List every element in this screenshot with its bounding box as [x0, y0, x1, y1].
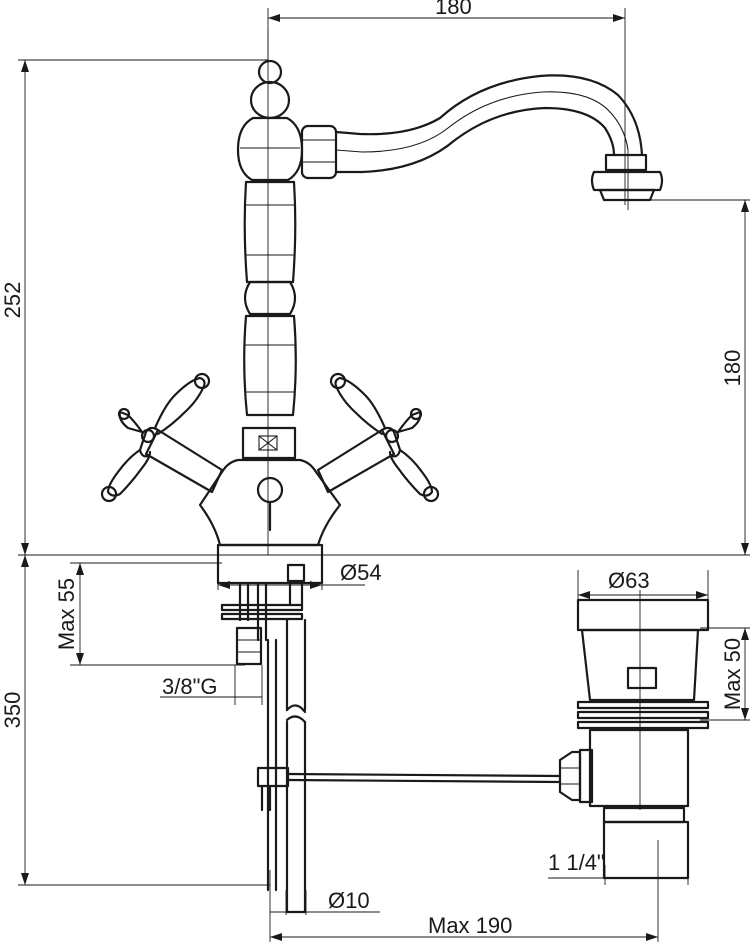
label-spout-reach: 180 [435, 0, 472, 19]
label-max-rod-reach: Max 190 [428, 913, 512, 938]
dimension-arrows [21, 14, 749, 941]
spout [300, 74, 664, 202]
left-handle [100, 372, 224, 503]
right-handle [316, 372, 440, 503]
label-waste-diameter: Ø63 [608, 568, 650, 593]
label-connection-thread: 3/8"G [162, 674, 218, 699]
label-rod-diameter: Ø10 [328, 888, 370, 913]
label-max-deck-thickness: Max 55 [54, 578, 79, 650]
label-total-height: 252 [0, 282, 25, 319]
label-waste-max-height: Max 50 [720, 638, 745, 710]
label-base-diameter: Ø54 [340, 560, 382, 585]
pop-up-waste [558, 598, 710, 880]
under-deck-assembly [220, 581, 562, 914]
label-spout-height: 180 [720, 350, 745, 387]
center-lines [240, 30, 641, 810]
faucet-body [198, 59, 342, 585]
label-hose-length: 350 [0, 692, 25, 729]
label-waste-outlet: 1 1/4" [548, 850, 605, 875]
dimension-lines [18, 8, 750, 942]
